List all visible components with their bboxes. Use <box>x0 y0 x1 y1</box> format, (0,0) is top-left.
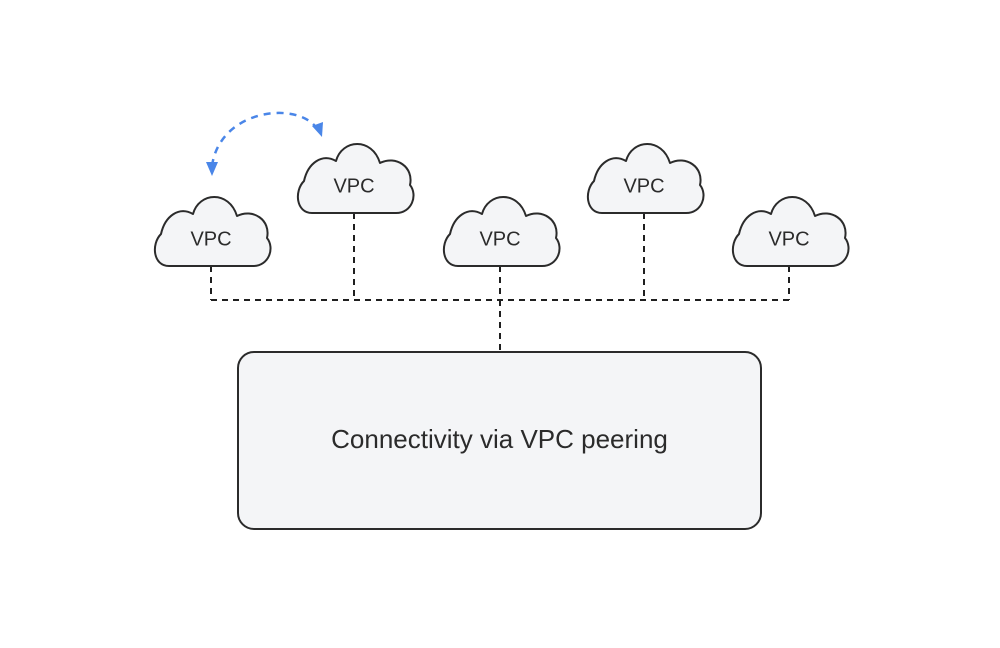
vpc-cloud-2: VPC <box>296 143 415 214</box>
vpc-label: VPC <box>333 175 374 197</box>
hub-box <box>237 351 762 530</box>
vpc-cloud-3: VPC <box>442 196 561 267</box>
vpc-cloud-4: VPC <box>586 143 705 214</box>
peering-hub: Connectivity via VPC peering <box>237 351 762 530</box>
vpc-cloud-5: VPC <box>731 196 850 267</box>
peering-arc <box>210 111 320 167</box>
vpc-label: VPC <box>623 175 664 197</box>
vpc-label: VPC <box>190 228 231 250</box>
vpc-cloud-1: VPC <box>153 196 272 267</box>
vpc-label: VPC <box>479 228 520 250</box>
peering-arrowhead-start <box>206 162 218 176</box>
vpc-label: VPC <box>768 228 809 250</box>
hub-label: Connectivity via VPC peering <box>331 424 668 454</box>
peering-arrowhead-end <box>312 122 323 137</box>
peering-arrow <box>206 111 323 176</box>
connector-lines <box>210 213 790 352</box>
